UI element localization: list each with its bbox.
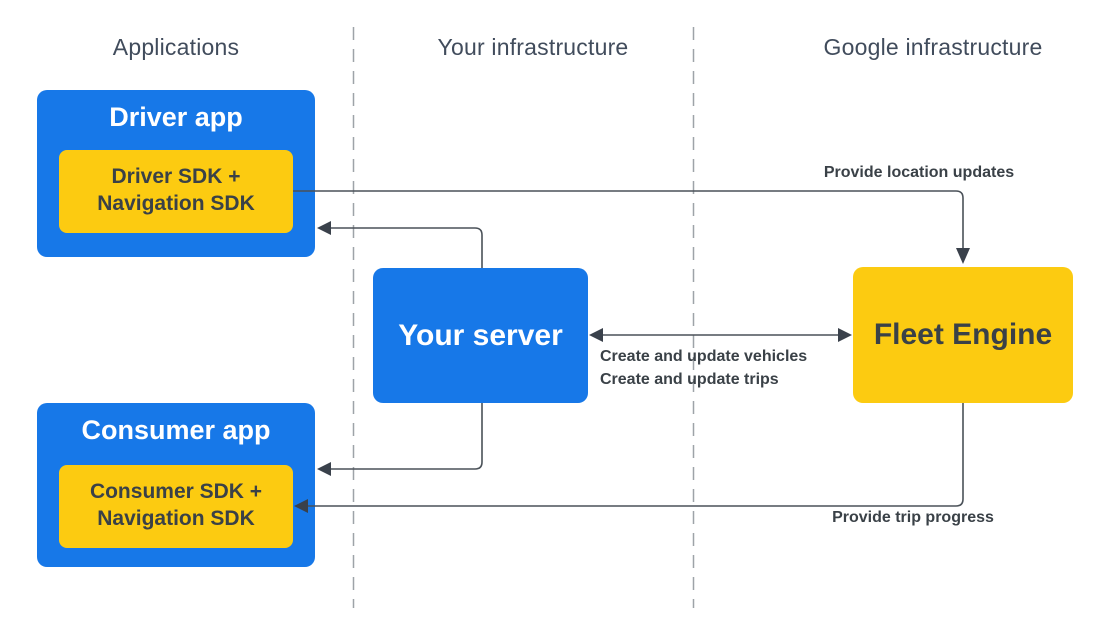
consumer-sdk-node: Consumer SDK + Navigation SDK [59, 465, 293, 548]
driver-app-title: Driver app [109, 102, 243, 132]
driver-sdk-node: Driver SDK + Navigation SDK [59, 150, 293, 233]
consumer-sdk-label-line1: Consumer SDK + [89, 480, 263, 503]
fleet-engine-node: Fleet Engine [853, 267, 1073, 403]
arrow-create-update [589, 328, 852, 342]
fleet-engine-title: Fleet Engine [873, 318, 1053, 351]
your-server-title: Your server [398, 318, 563, 352]
label-provide-trip-progress: Provide trip progress [832, 509, 994, 526]
consumer-sdk-label-line2: Navigation SDK [97, 507, 255, 530]
column-header-google-infrastructure: Google infrastructure [823, 34, 1043, 60]
consumer-app-title: Consumer app [81, 415, 271, 445]
arrow-location-updates [293, 190, 970, 264]
label-create-update-vehicles: Create and update vehicles [600, 348, 808, 365]
arrow-server-to-driver-app [317, 221, 483, 268]
label-create-update-trips: Create and update trips [600, 371, 779, 388]
consumer-app-node: Consumer app Consumer SDK + Navigation S… [37, 403, 315, 567]
driver-sdk-label-line1: Driver SDK + [111, 165, 241, 188]
label-create-and-update: Create and update vehicles Create and up… [600, 345, 807, 391]
column-header-your-infrastructure: Your infrastructure [437, 34, 629, 60]
column-header-applications: Applications [112, 34, 240, 60]
arrow-trip-progress [294, 403, 964, 513]
your-server-node: Your server [373, 268, 588, 403]
driver-sdk-label-line2: Navigation SDK [97, 192, 255, 215]
arrow-server-to-consumer-app [317, 403, 483, 476]
driver-app-node: Driver app Driver SDK + Navigation SDK [37, 90, 315, 257]
label-provide-location-updates: Provide location updates [823, 164, 1015, 181]
